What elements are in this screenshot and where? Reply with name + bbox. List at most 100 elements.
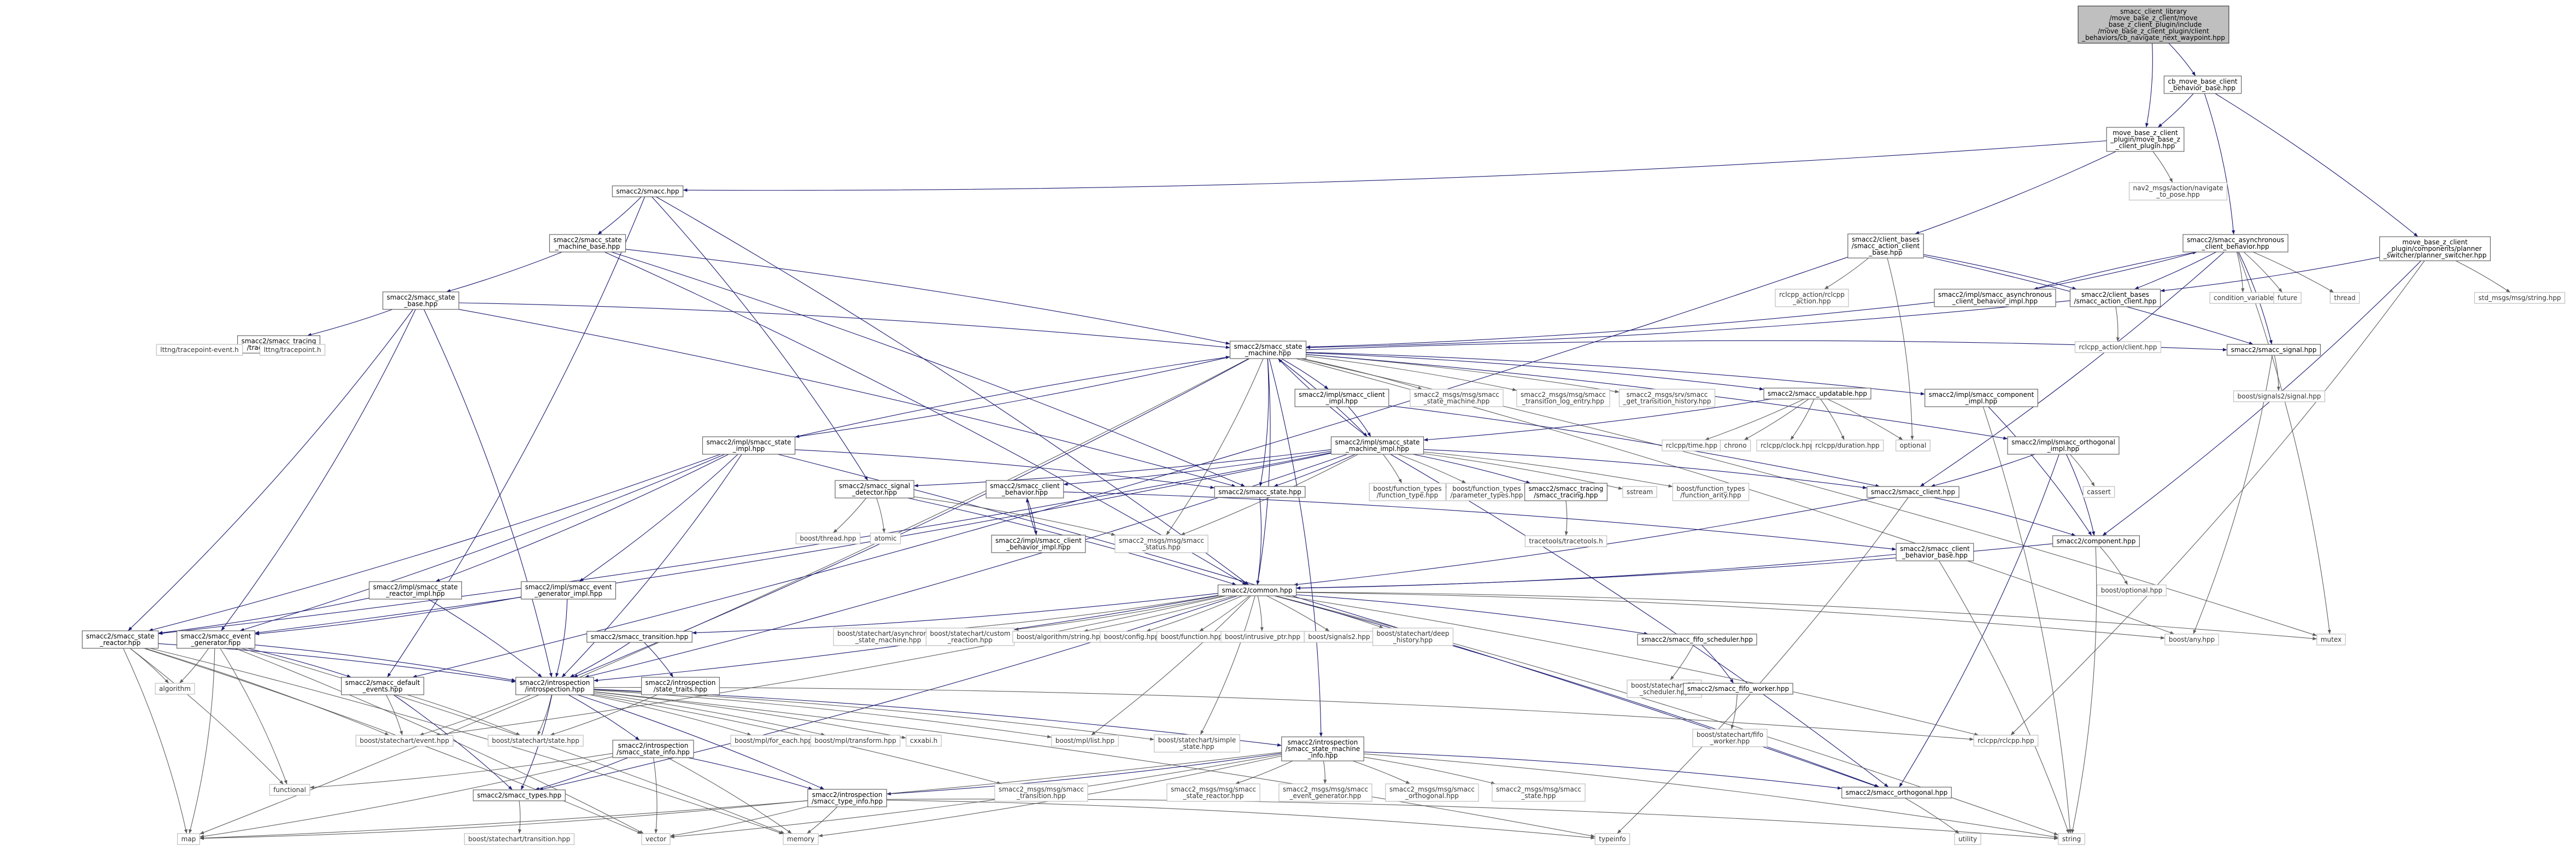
node-functional[interactable]: functional — [269, 784, 310, 796]
node-msgtrans[interactable]: smacc2_msgs/msg/smacc_transition.hpp — [994, 783, 1088, 802]
node-clientbeh[interactable]: smacc2/smacc_client_behavior.hpp — [985, 480, 1064, 499]
node-typeinfohdr[interactable]: typeinfo — [1594, 833, 1630, 845]
node-statemachine[interactable]: smacc2/smacc_state_machine.hpp — [1229, 341, 1307, 359]
node-rclactclient[interactable]: rclcpp_action/client.hpp — [2074, 341, 2162, 353]
node-scsimple[interactable]: boost/statechart/simple_state.hpp — [1154, 734, 1240, 753]
node-mbzplugin[interactable]: move_base_z_client_plugin/move_base_z_cl… — [2106, 127, 2185, 152]
node-string[interactable]: string — [2058, 833, 2085, 845]
node-msgevgen[interactable]: smacc2_msgs/msg/smacc_event_generator.hp… — [1278, 783, 1372, 802]
node-signal[interactable]: smacc2/smacc_signal.hpp — [2226, 344, 2321, 356]
node-tracingh[interactable]: smacc2/smacc_tracing/smacc_tracing.hpp — [1524, 483, 1608, 501]
node-config[interactable]: boost/config.hpp — [1100, 631, 1163, 643]
node-stdstring[interactable]: std_msgs/msg/string.hpp — [2474, 292, 2566, 304]
node-tracepointsh[interactable]: tracetools/tracetools.h — [1524, 535, 1607, 547]
node-common[interactable]: smacc2/common.hpp — [1217, 584, 1297, 596]
node-mpllist[interactable]: boost/mpl/list.hpp — [1051, 735, 1119, 747]
node-algostr[interactable]: boost/algorithm/string.hpp — [1012, 631, 1108, 643]
node-mutex[interactable]: mutex — [2316, 634, 2346, 646]
node-cbimpl[interactable]: smacc2/impl/smacc_client_behavior_impl.h… — [991, 535, 1086, 553]
node-updatable[interactable]: smacc2/smacc_updatable.hpp — [1763, 388, 1871, 400]
node-signals2[interactable]: boost/signals2.hpp — [1304, 631, 1375, 643]
node-orthimpl[interactable]: smacc2/impl/smacc_orthogonal_impl.hpp — [2007, 436, 2120, 455]
node-smimpl[interactable]: smacc2/impl/smacc_state_machine_impl.hpp — [1330, 436, 1424, 455]
node-atomic[interactable]: atomic — [870, 532, 901, 544]
node-map[interactable]: map — [177, 833, 200, 845]
node-optional[interactable]: optional — [1896, 439, 1930, 452]
node-statehpp[interactable]: smacc2/smacc_state.hpp — [1214, 486, 1306, 498]
node-fttype[interactable]: boost/function_types/function_type.hpp — [1369, 483, 1446, 501]
node-compimpl[interactable]: smacc2/impl/smacc_component_impl.hpp — [1924, 389, 2038, 407]
node-navpose[interactable]: nav2_msgs/action/navigate_to_pose.hpp — [2128, 182, 2228, 201]
node-msgorth[interactable]: smacc2_msgs/msg/smacc_orthogonal.hpp — [1385, 783, 1479, 802]
node-fifosched[interactable]: smacc2/smacc_fifo_scheduler.hpp — [1637, 634, 1757, 646]
node-stinfo[interactable]: smacc2/introspection/smacc_state_info.hp… — [612, 740, 694, 758]
node-boostopt[interactable]: boost/optional.hpp — [2097, 584, 2167, 596]
node-memory[interactable]: memory — [783, 833, 819, 845]
node-transition[interactable]: smacc2/smacc_transition.hpp — [586, 631, 693, 643]
node-msglog[interactable]: smacc2_msgs/msg/smacc_transition_log_ent… — [1516, 389, 1610, 407]
node-ftparam[interactable]: boost/function_types/parameter_types.hpp — [1446, 483, 1528, 501]
node-stateimpl[interactable]: smacc2/impl/smacc_state_impl.hpp — [702, 436, 796, 455]
node-rcltime[interactable]: rclcpp/time.hpp — [1662, 439, 1722, 452]
node-typeinfo[interactable]: smacc2/introspection/smacc_type_info.hpp — [807, 789, 887, 807]
node-tph[interactable]: lttng/tracepoint.h — [259, 344, 326, 356]
node-scstate[interactable]: boost/statechart/state.hpp — [488, 735, 584, 747]
node-rclaction[interactable]: rclcpp_action/rclcpp_action.hpp — [1775, 289, 1849, 307]
node-component[interactable]: smacc2/component.hpp — [2052, 535, 2140, 547]
node-asyncb[interactable]: smacc2/smacc_asynchronous_client_behavio… — [2182, 234, 2289, 253]
node-orthogonal[interactable]: smacc2/smacc_orthogonal.hpp — [1841, 787, 1952, 799]
node-msgsreact[interactable]: smacc2_msgs/msg/smacc_state_reactor.hpp — [1166, 783, 1260, 802]
node-boostthread[interactable]: boost/thread.hpp — [795, 532, 861, 544]
node-rclcpp[interactable]: rclcpp/rclcpp.hpp — [1973, 735, 2039, 747]
node-utility[interactable]: utility — [1954, 833, 1981, 845]
node-srimpl[interactable]: smacc2/impl/smacc_state_reactor_impl.hpp — [368, 581, 462, 600]
node-cbmbz[interactable]: cb_move_base_client_behavior_base.hpp — [2163, 75, 2242, 94]
node-future[interactable]: future — [2273, 292, 2302, 304]
node-intrusive[interactable]: boost/intrusive_ptr.hpp — [1220, 631, 1305, 643]
node-tpevent[interactable]: lttng/tracepoint-event.h — [156, 344, 243, 356]
node-mpltransform[interactable]: boost/mpl/transform.hpp — [810, 735, 901, 747]
node-ftarity[interactable]: boost/function_types/function_arity.hpp — [1672, 483, 1750, 501]
node-evgen[interactable]: smacc2/smacc_event_generator.hpp — [176, 630, 256, 649]
node-msgstate[interactable]: smacc2_msgs/msg/smacc_state.hpp — [1492, 783, 1586, 802]
node-function[interactable]: boost/function.hpp — [1156, 631, 1227, 643]
node-scfifow[interactable]: boost/statechart/fifo_worker.hpp — [1692, 729, 1768, 747]
node-types[interactable]: smacc2/smacc_types.hpp — [473, 789, 566, 801]
node-rclduration[interactable]: rclcpp/duration.hpp — [1811, 439, 1884, 452]
node-algorithm[interactable]: algorithm — [155, 683, 195, 695]
node-chrono[interactable]: chrono — [1720, 439, 1751, 452]
node-scasync[interactable]: boost/statechart/asynchronous_state_mach… — [833, 628, 943, 646]
node-defevents[interactable]: smacc2/smacc_default_events.hpp — [341, 677, 425, 695]
node-vector[interactable]: vector — [641, 833, 671, 845]
node-thread[interactable]: thread — [2329, 292, 2360, 304]
node-introspection[interactable]: smacc2/introspection/introspection.hpp — [515, 677, 594, 695]
node-signals2sig[interactable]: boost/signals2/signal.hpp — [2233, 390, 2326, 402]
node-smsinfo[interactable]: smacc2/introspection/smacc_state_machine… — [1281, 736, 1364, 761]
node-boostany[interactable]: boost/any.hpp — [2164, 634, 2219, 646]
node-statebase[interactable]: smacc2/smacc_state_base.hpp — [382, 291, 460, 310]
node-cassert[interactable]: cassert — [2082, 486, 2115, 498]
node-rclclock[interactable]: rclcpp/clock.hpp — [1756, 439, 1818, 452]
node-sstream[interactable]: sstream — [1622, 486, 1657, 498]
node-clienthpp[interactable]: smacc2/smacc_client.hpp — [1867, 486, 1959, 498]
node-stateinfo[interactable]: smacc2/introspection/state_traits.hpp — [641, 677, 720, 695]
node-sigdetect[interactable]: smacc2/smacc_signal_detector.hpp — [835, 480, 914, 499]
node-fifoworker[interactable]: smacc2/smacc_fifo_worker.hpp — [1683, 683, 1793, 695]
node-smacc[interactable]: smacc2/smacc.hpp — [612, 185, 684, 197]
node-sccustom[interactable]: boost/statechart/custom_reaction.hpp — [925, 628, 1015, 646]
node-planner[interactable]: move_base_z_client_plugin/components/pla… — [2379, 236, 2491, 261]
node-sctrans[interactable]: boost/statechart/transition.hpp — [464, 833, 574, 845]
node-scevent[interactable]: boost/statechart/event.hpp — [355, 735, 454, 747]
node-egimpl[interactable]: smacc2/impl/smacc_event_generator_impl.h… — [520, 581, 617, 600]
node-mplforeach[interactable]: boost/mpl/for_each.hpp — [730, 735, 817, 747]
node-msgsm[interactable]: smacc2_msgs/msg/smacc_state_machine.hpp — [1410, 389, 1504, 407]
node-actionclient[interactable]: smacc2/client_bases/smacc_action_client.… — [2069, 289, 2161, 307]
node-msgstatus[interactable]: smacc2_msgs/msg/smacc_status.hpp — [1114, 535, 1208, 553]
node-reactor[interactable]: smacc2/smacc_state_reactor.hpp — [81, 630, 159, 649]
node-clientimpl[interactable]: smacc2/impl/smacc_client_impl.hpp — [1294, 389, 1389, 407]
node-srvhist[interactable]: smacc2_msgs/srv/smacc_get_transition_his… — [1618, 389, 1716, 407]
node-asyncimpl[interactable]: smacc2/impl/smacc_asynchronous_client_be… — [1934, 289, 2056, 307]
node-condvar[interactable]: condition_variable — [2209, 292, 2278, 304]
node-cxxabi[interactable]: cxxabi.h — [906, 735, 942, 747]
node-cbactionbase[interactable]: smacc2/client_bases/smacc_action_client_… — [1847, 233, 1924, 259]
